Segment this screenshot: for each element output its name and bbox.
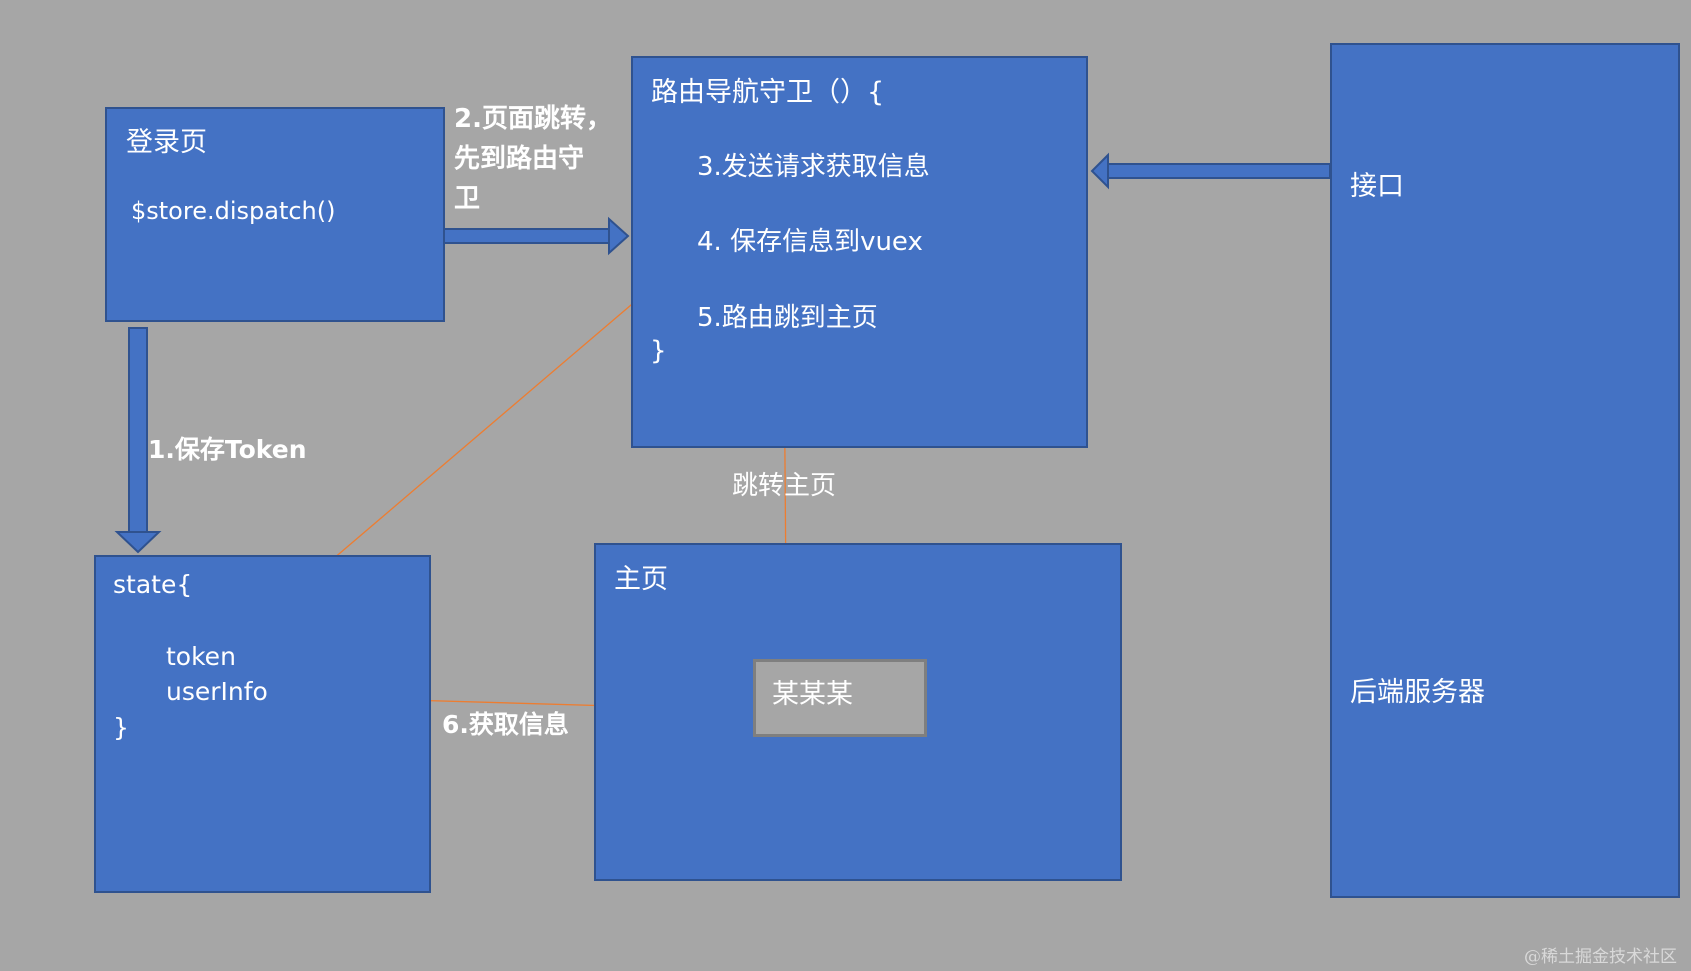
step1-label: 1.保存Token — [148, 435, 307, 464]
guard-step-4: 4. 保存信息到vuex — [697, 227, 923, 257]
router-guard-box — [631, 56, 1088, 448]
backend-server-box — [1330, 43, 1680, 898]
watermark: @稀土掘金技术社区 — [1524, 947, 1677, 967]
block-arrow-right — [436, 216, 630, 256]
jump-home-label: 跳转主页 — [732, 471, 837, 501]
step2-label-line2: 先到路由守 — [454, 144, 585, 174]
backend-server-label: 后端服务器 — [1350, 677, 1485, 708]
api-label: 接口 — [1350, 171, 1404, 202]
dispatch-code: $store.dispatch() — [131, 197, 336, 225]
block-arrow-left — [1090, 152, 1331, 190]
state-open: state{ — [113, 570, 193, 599]
state-token: token — [166, 642, 236, 671]
guard-step-5: 5.路由跳到主页 — [697, 303, 878, 333]
login-page-box — [105, 107, 445, 322]
state-userinfo: userInfo — [166, 677, 268, 706]
home-page-title: 主页 — [614, 564, 668, 595]
router-guard-title: 路由导航守卫（）{ — [651, 77, 885, 108]
guard-step-3: 3.发送请求获取信息 — [697, 152, 930, 182]
step6-label: 6.获取信息 — [442, 710, 569, 739]
state-box — [94, 555, 431, 893]
login-page-title: 登录页 — [126, 127, 207, 158]
state-close-brace: } — [113, 713, 129, 742]
user-name-placeholder: 某某某 — [772, 679, 853, 710]
guard-close-brace: } — [650, 336, 667, 366]
user-name-box — [753, 659, 927, 737]
step2-label-line3: 卫 — [454, 184, 481, 214]
step2-label-line1: 2.页面跳转， — [454, 104, 612, 134]
block-arrow-down — [114, 327, 162, 554]
